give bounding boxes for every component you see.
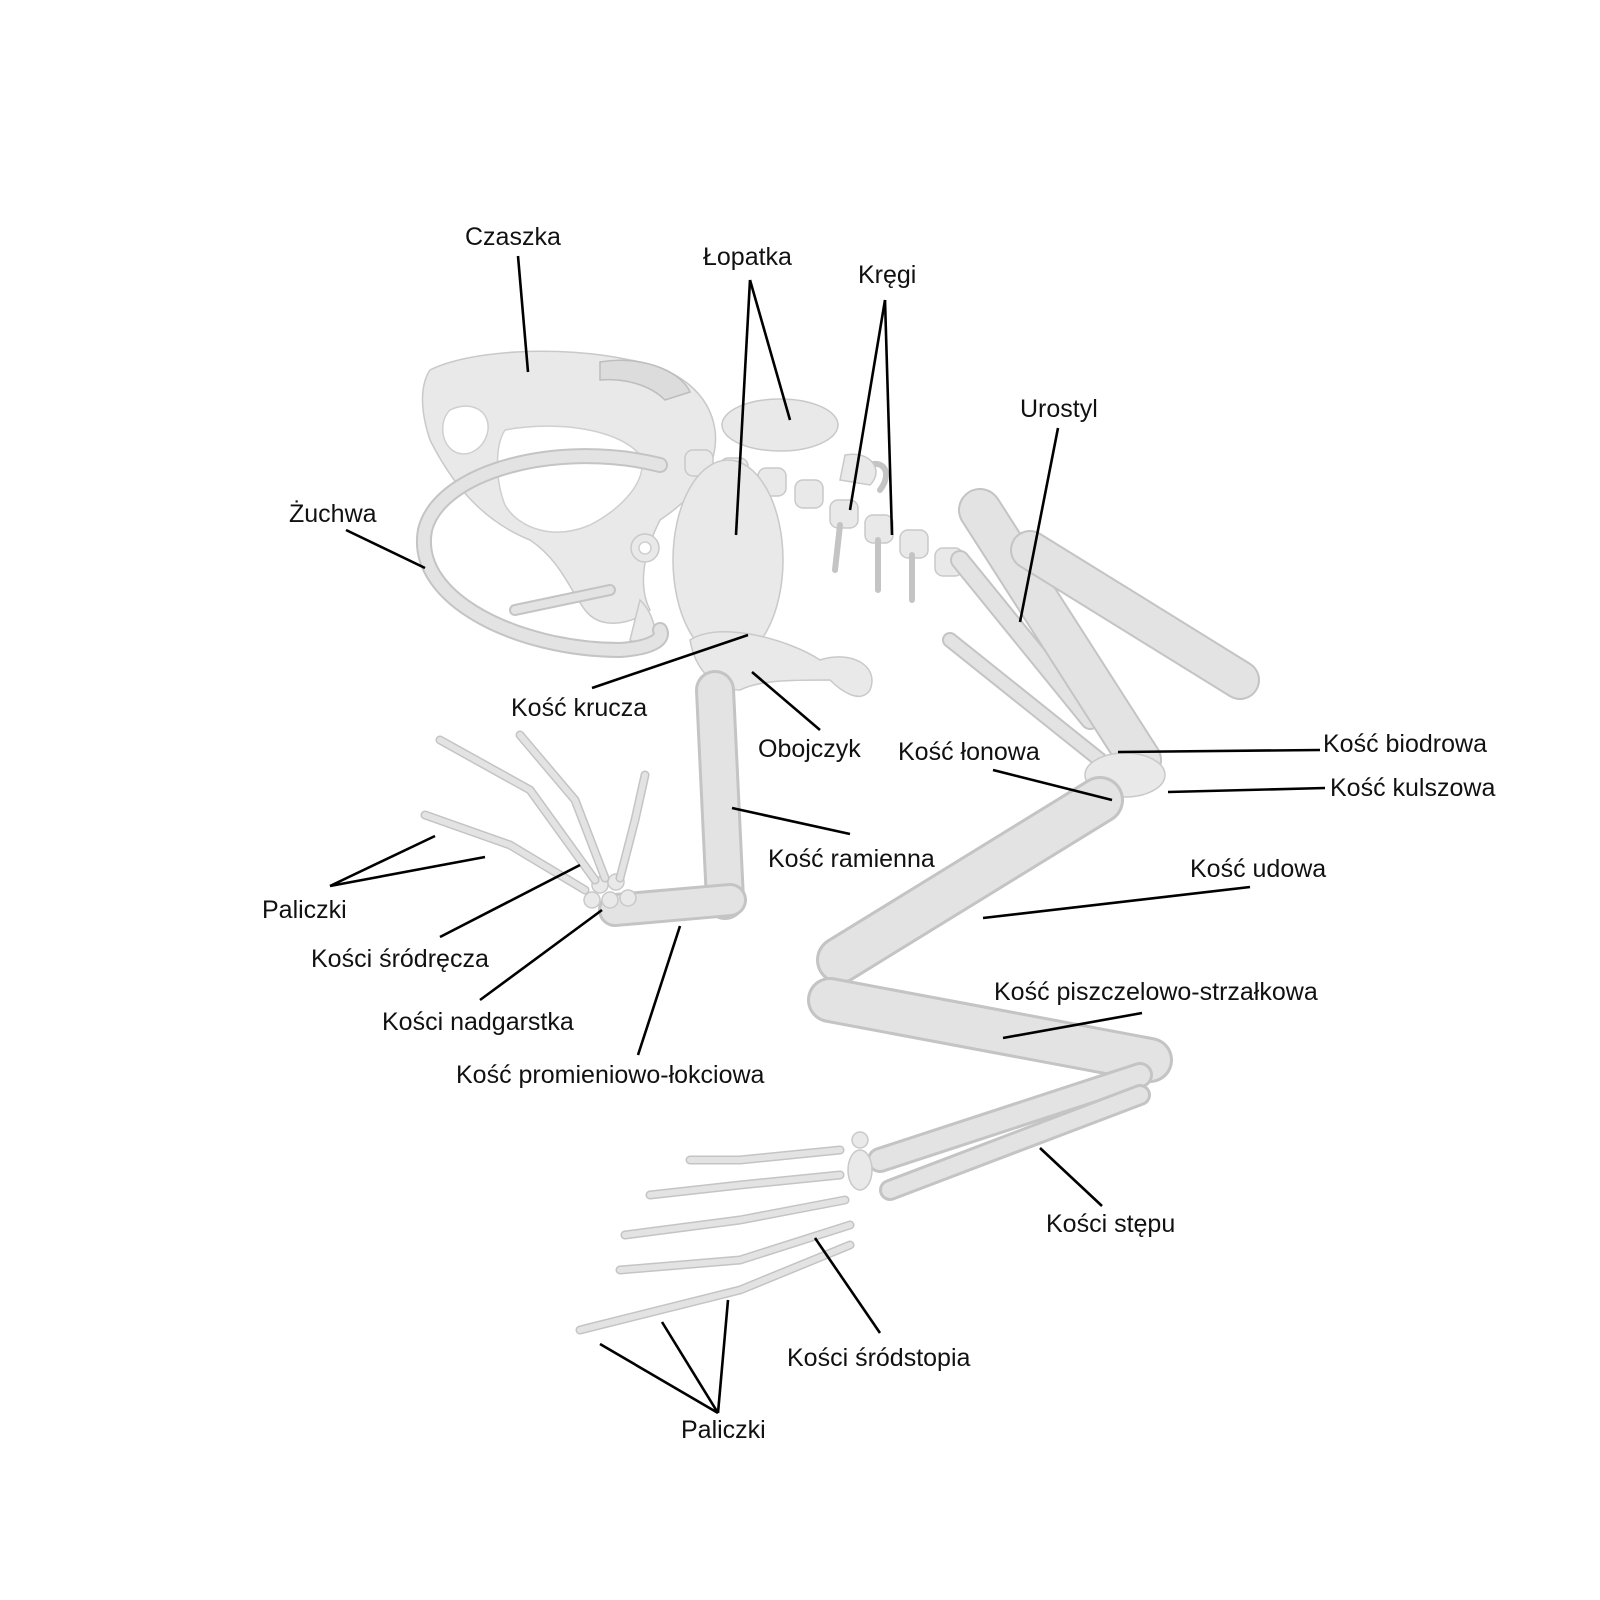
leader-kosc-piszczelowo-strzalkowa: [1002, 1011, 1143, 1040]
label-obojczyk: Obojczyk: [758, 735, 861, 763]
tibio-fibula: [807, 977, 1173, 1083]
label-kosc-krucza: Kość krucza: [511, 694, 648, 722]
shoulder-girdle: [672, 459, 873, 697]
leader-paliczki-stopa-1: [599, 1342, 719, 1415]
leader-obojczyk: [751, 671, 821, 731]
radio-ulna: [598, 883, 747, 927]
label-kosci-srodstopia: Kości śródstopia: [787, 1344, 971, 1372]
label-kosc-lonowa: Kość łonowa: [898, 738, 1040, 766]
leader-kosc-ramienna: [731, 806, 851, 836]
leader-kregi-2: [883, 299, 894, 536]
leader-urostyl: [1018, 427, 1060, 623]
humerus: [695, 670, 745, 920]
label-kosc-udowa: Kość udowa: [1190, 855, 1327, 883]
label-kosc-kulszowa: Kość kulszowa: [1330, 774, 1496, 802]
leader-paliczki-stopa-2: [660, 1321, 720, 1414]
pelvis: [942, 488, 1260, 798]
label-paliczki-stopa: Paliczki: [681, 1416, 766, 1444]
label-urostyl: Urostyl: [1020, 395, 1098, 423]
label-kosc-biodrowa: Kość biodrowa: [1323, 730, 1487, 758]
leader-lopatka-1: [734, 279, 752, 536]
label-kosc-promieniowo-lokciowa: Kość promieniowo-łokciowa: [456, 1061, 765, 1089]
scapula: [721, 398, 839, 452]
label-kosci-nadgarstka: Kości nadgarstka: [382, 1008, 574, 1036]
label-kosci-stepu: Kości stępu: [1046, 1210, 1176, 1238]
leader-kosci-srodstopia: [813, 1237, 882, 1334]
label-paliczki-reka: Paliczki: [262, 896, 347, 924]
leader-paliczki-reka-1: [329, 834, 436, 888]
leader-kosci-srodrecza: [439, 863, 581, 939]
leader-lines: [329, 255, 1326, 1415]
leader-zuchwa: [345, 528, 426, 570]
label-kosc-piszczelowo-strzalkowa: Kość piszczelowo-strzałkowa: [994, 978, 1318, 1006]
label-lopatka: Łopatka: [703, 243, 792, 271]
label-kosc-ramienna: Kość ramienna: [768, 845, 935, 873]
leader-kosc-lonowa: [992, 768, 1113, 802]
leader-czaszka: [516, 255, 530, 373]
leader-paliczki-reka-2: [329, 855, 486, 888]
label-czaszka: Czaszka: [465, 223, 561, 251]
leader-kosci-nadgarstka: [479, 908, 603, 1002]
leader-paliczki-stopa-3: [716, 1299, 730, 1414]
leader-kregi-1: [848, 299, 887, 511]
hand: [420, 730, 650, 909]
lower-jaw: [415, 448, 669, 659]
leader-kosci-stepu: [1039, 1147, 1103, 1207]
label-kregi: Kręgi: [858, 261, 917, 289]
foot: [575, 1145, 855, 1335]
leader-kosc-krucza: [591, 633, 749, 690]
leader-kosc-udowa: [982, 885, 1251, 920]
urostyle: [950, 550, 1100, 730]
femur: [816, 776, 1124, 984]
leader-kosc-promieniowo-lokciowa: [636, 925, 682, 1056]
label-kosci-srodrecza: Kości śródręcza: [311, 945, 489, 973]
leader-lopatka-2: [748, 279, 792, 421]
leader-kosc-kulszowa: [1167, 786, 1326, 794]
tarsals: [847, 1062, 1153, 1201]
leader-kosc-biodrowa: [1117, 748, 1321, 754]
label-zuchwa: Żuchwa: [289, 500, 377, 528]
